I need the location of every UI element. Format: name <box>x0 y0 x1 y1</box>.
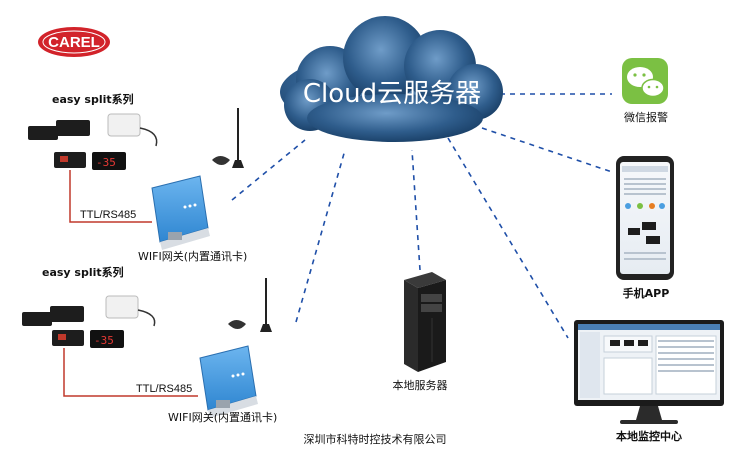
monitor-icon <box>574 320 724 424</box>
device-group-2: easy split系列 -35 TTL/RS485 WIFI网关(内置通讯卡) <box>22 265 277 424</box>
phone-icon <box>616 156 674 280</box>
gateway-label: WIFI网关(内置通讯卡) <box>138 249 247 263</box>
bus-wire <box>69 170 152 223</box>
server-icon <box>404 272 446 372</box>
wechat-icon <box>622 58 668 104</box>
app-label: 手机APP <box>623 286 670 300</box>
carel-logo: CAREL <box>38 27 110 57</box>
display-value: -35 <box>96 156 116 169</box>
bus-label: TTL/RS485 <box>136 383 192 395</box>
controller-unit <box>54 152 86 168</box>
server-label: 本地服务器 <box>393 378 448 392</box>
wechat-label: 微信报警 <box>624 110 668 124</box>
antenna-icon <box>212 108 244 168</box>
bus-wire <box>63 348 198 397</box>
controller-unit <box>52 330 84 346</box>
controller-unit <box>28 126 58 140</box>
dashed-links <box>231 93 613 339</box>
device-group-1: easy split系列 -35 TTL/RS485 WIFI网关(内置通讯卡) <box>28 92 247 263</box>
display-unit <box>90 330 124 348</box>
monitor-label: 本地监控中心 <box>616 429 682 443</box>
controller-unit <box>56 120 90 136</box>
power-module <box>107 113 141 137</box>
power-module <box>105 295 139 319</box>
carel-logo-text: CAREL <box>48 34 100 51</box>
wifi-gateway <box>151 175 210 250</box>
antenna-icon <box>228 278 272 332</box>
cloud-label: Cloud云服务器 <box>303 79 481 109</box>
series-label: easy split系列 <box>52 92 134 106</box>
controller-unit <box>22 312 52 326</box>
gateway-label: WIFI网关(内置通讯卡) <box>168 410 277 424</box>
series-label: easy split系列 <box>42 265 124 279</box>
controller-unit <box>50 306 84 322</box>
display-value: -35 <box>94 334 114 347</box>
company-footer: 深圳市科特时控技术有限公司 <box>304 432 447 446</box>
wifi-gateway <box>199 345 258 418</box>
cloud-server: Cloud云服务器 <box>280 16 503 142</box>
display-unit <box>92 152 126 170</box>
bus-label: TTL/RS485 <box>80 209 136 221</box>
